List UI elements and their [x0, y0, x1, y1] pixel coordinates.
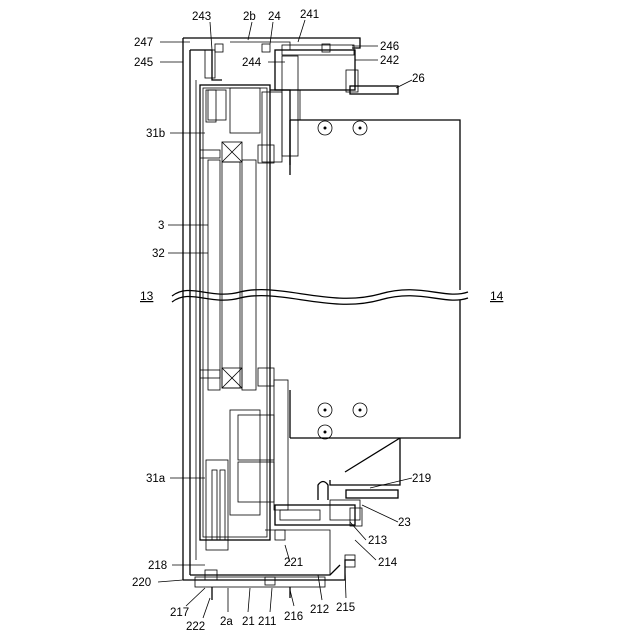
- label-217: 217: [170, 607, 189, 619]
- glass-unit: [200, 142, 274, 390]
- label-222: 222: [186, 621, 205, 633]
- label-213: 213: [368, 535, 387, 547]
- label-13: 13: [140, 289, 154, 303]
- label-21: 21: [242, 616, 255, 628]
- label-242: 242: [380, 55, 399, 67]
- label-216: 216: [284, 611, 303, 623]
- label-2a: 2a: [220, 616, 233, 628]
- upper-bracket: [262, 50, 398, 165]
- label-14: 14: [490, 289, 504, 303]
- label-245: 245: [134, 57, 153, 69]
- label-221: 221: [284, 557, 303, 569]
- label-31b: 31b: [146, 128, 165, 140]
- break-line: [172, 290, 474, 305]
- label-215: 215: [336, 602, 355, 614]
- label-24: 24: [268, 11, 281, 23]
- label-26: 26: [412, 73, 425, 85]
- label-2b: 2b: [243, 11, 256, 23]
- label-212: 212: [310, 604, 329, 616]
- label-243: 243: [192, 11, 211, 23]
- label-246: 246: [380, 41, 399, 53]
- label-23: 23: [398, 517, 411, 529]
- label-214: 214: [378, 557, 398, 569]
- label-32: 32: [152, 248, 165, 260]
- label-220: 220: [132, 577, 151, 589]
- labels: 243 2b 24 241 247 245 244 246 242 26 31b…: [132, 9, 504, 633]
- label-241: 241: [300, 9, 319, 21]
- label-211: 211: [258, 616, 276, 628]
- lower-bracket: [238, 380, 362, 575]
- label-247: 247: [134, 37, 153, 49]
- label-218: 218: [148, 560, 167, 572]
- label-3: 3: [158, 220, 164, 232]
- label-219: 219: [412, 473, 431, 485]
- label-244: 244: [242, 57, 262, 69]
- right-housing: [290, 120, 460, 498]
- label-31a: 31a: [146, 473, 166, 485]
